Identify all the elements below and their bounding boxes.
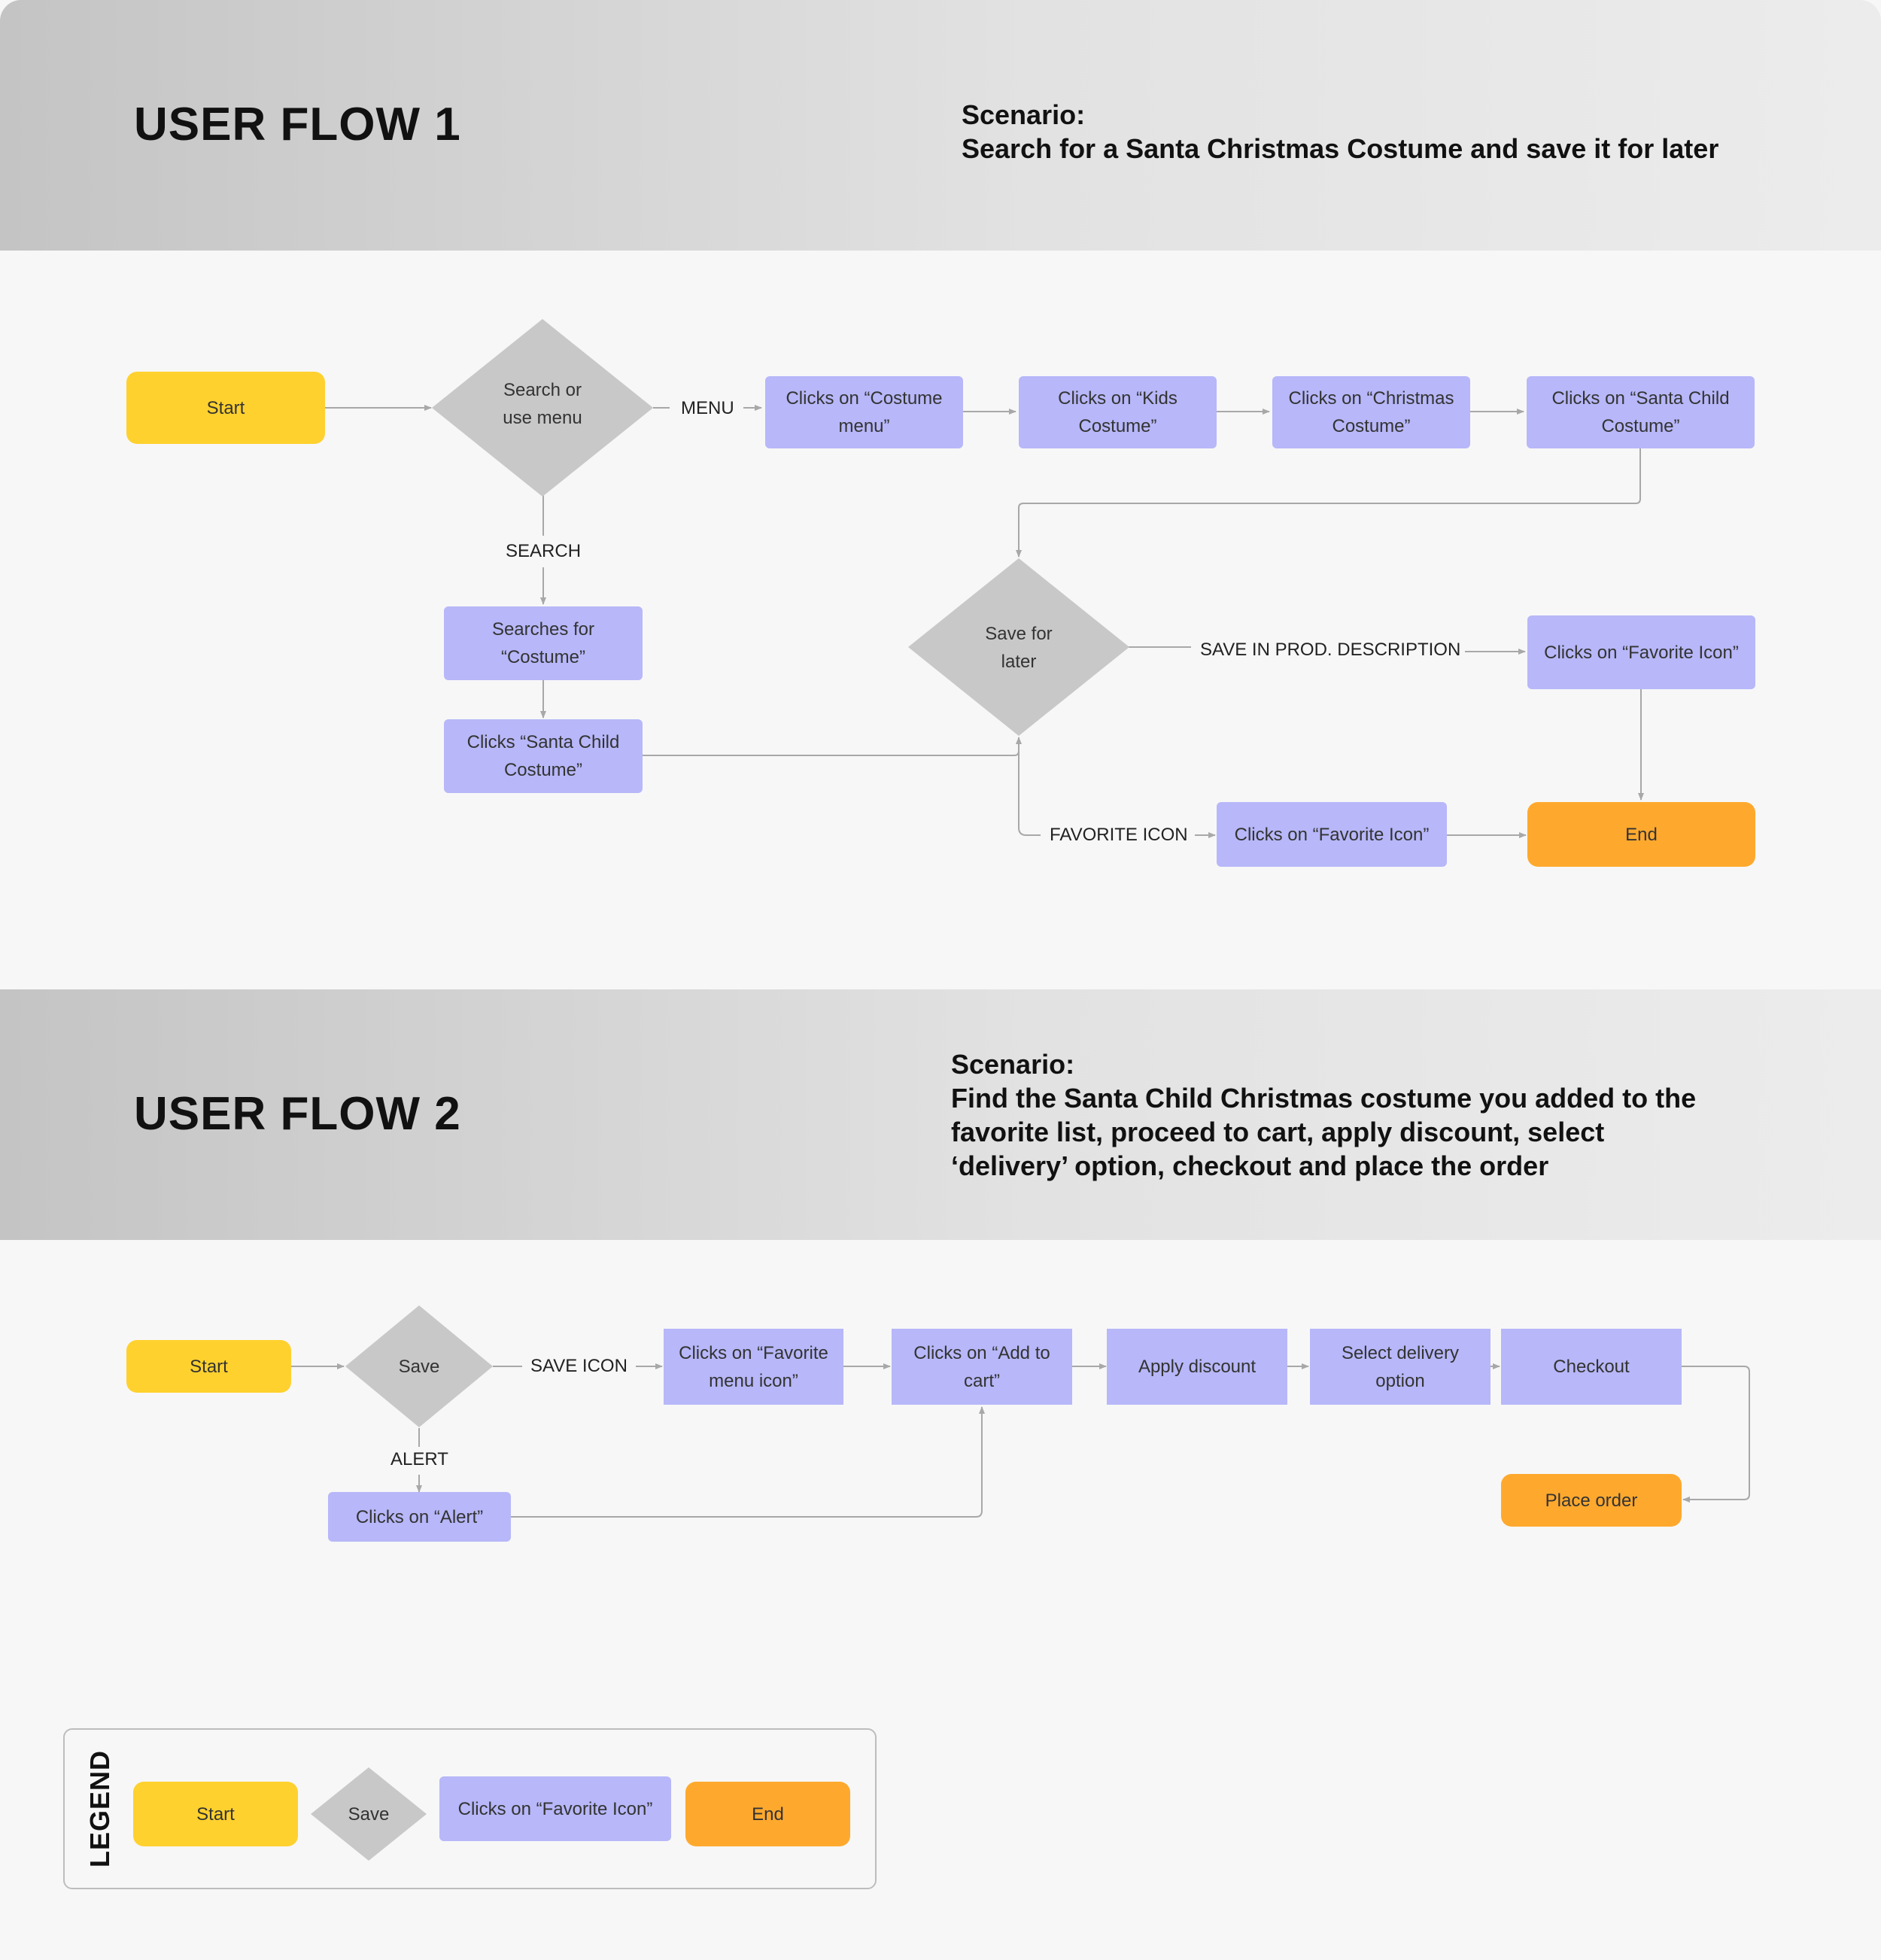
legend-decision-node: Save [311, 1767, 427, 1861]
action-label-line: Clicks on “Christmas [1288, 388, 1454, 409]
edge-f2-clicks-alert-to-add-cart [511, 1406, 985, 1518]
flow1-scenario-text: Search for a Santa Christmas Costume and… [962, 133, 1719, 164]
action-label-line: cart” [964, 1370, 1000, 1391]
legend-end-node: End [685, 1782, 850, 1846]
action-label-line: menu icon” [709, 1370, 798, 1391]
decision-diamond-shape [908, 558, 1129, 736]
flow2-action-apply-discount: Apply discount [1107, 1329, 1287, 1405]
flow2-action-clicks-alert: Clicks on “Alert” [328, 1492, 511, 1542]
flow2-scenario-text-2: favorite list, proceed to cart, apply di… [951, 1117, 1605, 1147]
action-label-line: Clicks on “Favorite Icon” [457, 1798, 653, 1819]
flow1-action-favorite-icon-direct: Clicks on “Favorite Icon” [1217, 802, 1447, 867]
flow2-action-add-to-cart: Clicks on “Add to cart” [892, 1329, 1072, 1405]
flow1-title: USER FLOW 1 [134, 99, 461, 150]
action-label-line: Clicks “Santa Child [466, 732, 620, 752]
edge-label-alert: ALERT [386, 1448, 453, 1471]
decision-label-line: Save [348, 1804, 390, 1825]
flow2-place-order-label: Place order [1545, 1490, 1638, 1511]
action-label-line: Select delivery [1341, 1342, 1460, 1363]
action-label-line: “Costume” [500, 647, 585, 667]
flow2-start-label: Start [190, 1356, 228, 1377]
decision-label-line: later [1001, 652, 1037, 672]
flow2-scenario-text-1: Find the Santa Child Christmas costume y… [951, 1083, 1697, 1114]
edge-label-favorite-icon: FAVORITE ICON [1045, 824, 1193, 846]
edge-santa-to-save-decision [1016, 448, 1641, 558]
action-label-line: Checkout [1553, 1357, 1630, 1377]
flow1-action-favorite-icon-description: Clicks on “Favorite Icon” [1527, 615, 1755, 689]
action-label-line: menu” [838, 416, 890, 436]
decision-label-line: Save [398, 1356, 440, 1377]
flow2-header-band [0, 989, 1881, 1240]
flow2-place-order-node: Place order [1501, 1474, 1682, 1527]
decision-label-line: Save for [985, 624, 1053, 644]
flow2-scenario-heading: Scenario: [951, 1049, 1075, 1080]
legend-title: LEGEND [84, 1749, 115, 1868]
action-label-line: Costume” [1078, 416, 1157, 436]
action-label-line: Clicks on “Favorite Icon” [1234, 824, 1430, 845]
decision-label-line: Search or [503, 380, 582, 400]
action-label-line: Clicks on “Add to [913, 1342, 1050, 1363]
action-label-line: Costume” [1332, 416, 1411, 436]
action-label-line: Costume” [1601, 416, 1680, 436]
action-label-line: Clicks on “Costume [786, 388, 943, 409]
flow2-action-select-delivery: Select delivery option [1310, 1329, 1491, 1405]
action-label-line: Apply discount [1138, 1357, 1257, 1377]
legend-action-node: Clicks on “Favorite Icon” [439, 1776, 671, 1841]
flow1-decision-search-or-menu: Search or use menu [432, 319, 653, 497]
legend-end-label: End [752, 1804, 784, 1825]
flow2-scenario: Scenario: Find the Santa Child Christmas… [951, 1047, 1696, 1183]
decision-label-line: use menu [503, 408, 582, 428]
flow1-decision-save-for-later: Save for later [908, 558, 1129, 736]
flow2-decision-save: Save [345, 1305, 493, 1427]
flow1-end-node: End [1527, 802, 1755, 867]
decision-diamond-shape [345, 1305, 493, 1427]
edge-label-search: SEARCH [501, 540, 586, 563]
flow1-action-costume-menu: Clicks on “Costume menu” [765, 376, 963, 448]
flow1-start-node: Start [126, 372, 325, 444]
action-label-line: Clicks on “Santa Child [1551, 388, 1730, 409]
legend-start-label: Start [196, 1804, 235, 1825]
action-label-line: Costume” [503, 760, 582, 780]
action-label-line: Clicks on “Favorite Icon” [1544, 642, 1739, 663]
edge-f2-checkout-to-place-order [1682, 1366, 1750, 1503]
flow1-end-label: End [1625, 824, 1658, 845]
edge-label-save-in-prod-description: SAVE IN PROD. DESCRIPTION [1196, 639, 1466, 661]
legend-start-node: Start [133, 1782, 298, 1846]
flow2-start-node: Start [126, 1340, 291, 1393]
decision-diamond-shape [432, 319, 653, 497]
action-label-line: option [1375, 1370, 1425, 1391]
action-label-line: Clicks on “Alert” [355, 1506, 484, 1527]
edge-save-decision-to-favorite-icon-label [1018, 737, 1041, 836]
action-label-line: Clicks on “Kids [1058, 388, 1178, 409]
action-label-line: Searches for [491, 619, 595, 640]
flow2-action-favorite-menu-icon: Clicks on “Favorite menu icon” [664, 1329, 843, 1405]
decision-diamond-shape [311, 1767, 427, 1861]
edge-label-save-icon: SAVE ICON [526, 1355, 632, 1378]
flow1-start-label: Start [206, 397, 245, 418]
flow1-action-searches-for-costume: Searches for “Costume” [444, 606, 643, 680]
flow1-scenario: Scenario: Search for a Santa Christmas C… [962, 98, 1718, 166]
flow2-scenario-text-3: ‘delivery’ option, checkout and place th… [951, 1150, 1549, 1181]
flow1-header-band [0, 0, 1881, 251]
edge-label-menu: MENU [676, 397, 739, 420]
flow2-title: USER FLOW 2 [134, 1088, 461, 1140]
flow1-scenario-heading: Scenario: [962, 99, 1086, 130]
action-label-line: Clicks on “Favorite [679, 1342, 828, 1363]
edge-clicks-santa-to-save-decision [643, 737, 1022, 756]
flow2-action-checkout: Checkout [1501, 1329, 1682, 1405]
